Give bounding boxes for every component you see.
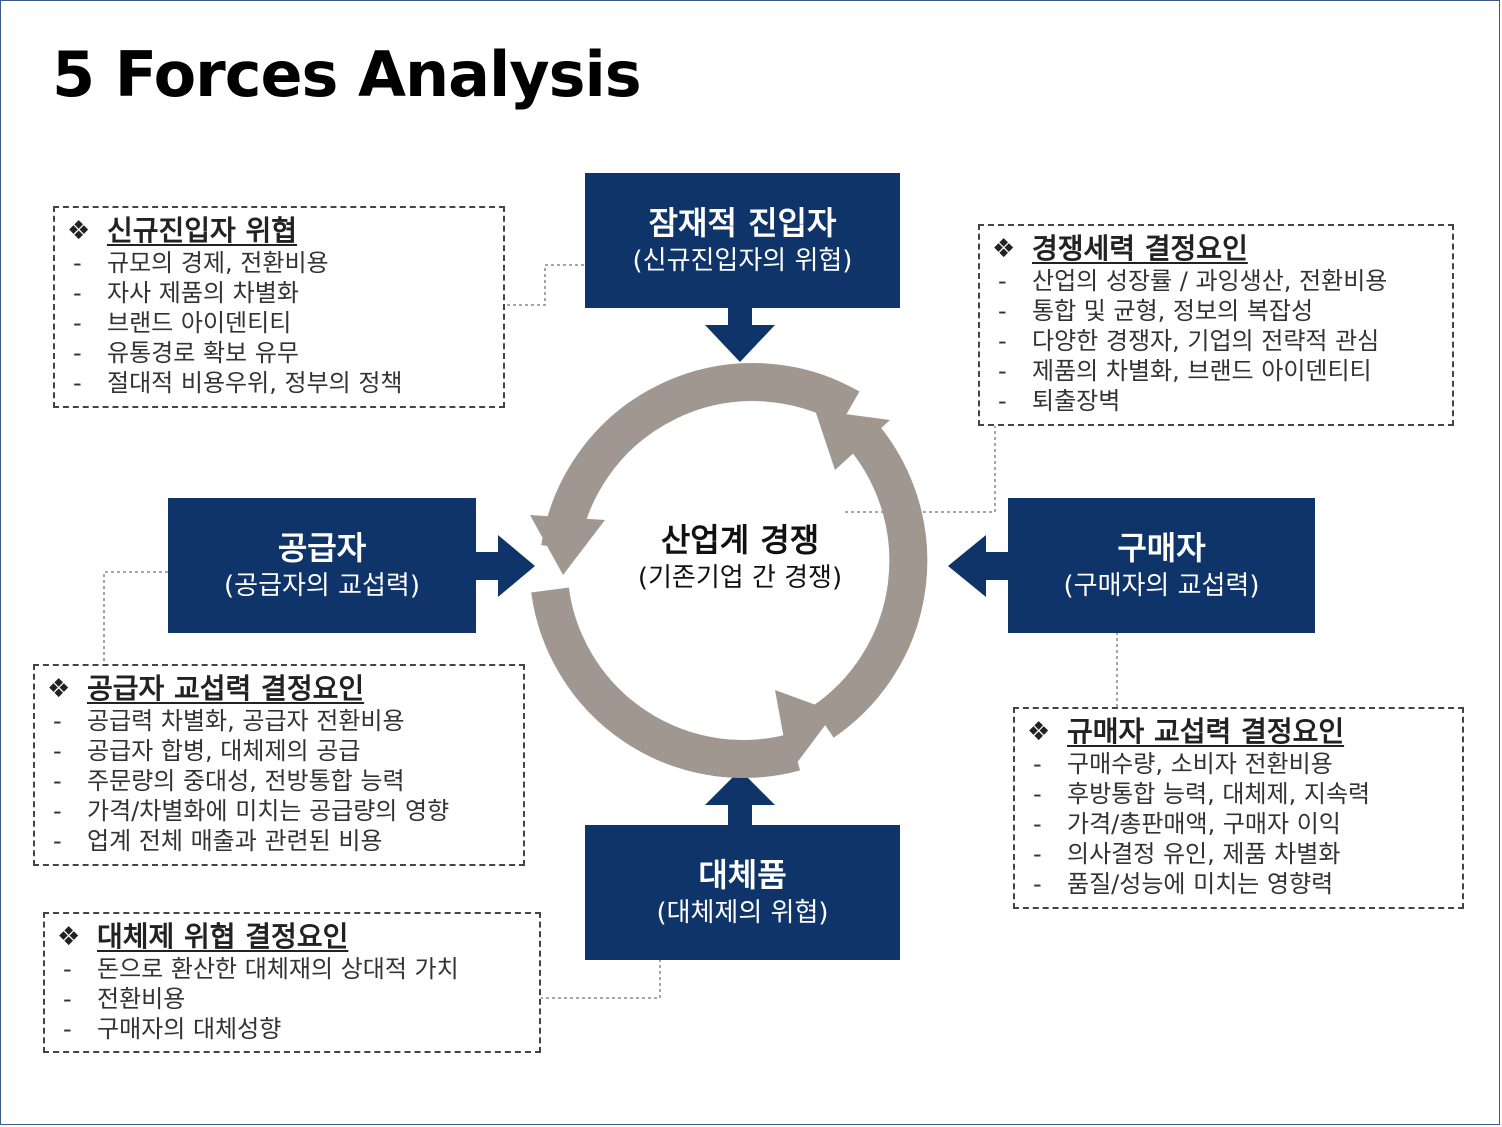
box-rivalry-title: 경쟁세력 결정요인 (1032, 232, 1248, 265)
list-item: -퇴출장벽 (998, 387, 1121, 415)
list-item: -제품의 차별화, 브랜드 아이덴티티 (998, 357, 1372, 385)
box-substitute-title: 대체제 위협 결정요인 (97, 920, 349, 953)
box-supplier-list: -공급력 차별화, 공급자 전환비용 -공급자 합병, 대체제의 공급 -주문량… (47, 706, 513, 856)
box-buyer-title: 규매자 교섭력 결정요인 (1067, 715, 1345, 748)
force-new-entrants-name: 잠재적 진입자 (648, 203, 837, 242)
list-item: -돈으로 환산한 대체재의 상대적 가치 (63, 955, 459, 983)
box-rivalry-list: -산업의 성장률 / 과잉생산, 전환비용 -통합 및 균형, 정보의 복잡성 … (992, 266, 1442, 416)
box-buyer-list: -구매수량, 소비자 전환비용 -후방통합 능력, 대체제, 지속력 -가격/총… (1027, 749, 1452, 899)
box-substitute-head: ❖ 대체제 위협 결정요인 (57, 920, 529, 954)
center-rivalry-name: 산업계 경쟁 (660, 521, 820, 559)
connector-top (507, 264, 585, 306)
list-item: -자사 제품의 차별화 (73, 279, 299, 307)
list-item: -의사결정 유인, 제품 차별화 (1033, 840, 1341, 868)
box-new-entrant-threat: ❖ 신규진입자 위협 -규모의 경제, 전환비용 -자사 제품의 차별화 -브랜… (53, 206, 505, 408)
arrow-down-top (705, 305, 775, 362)
list-item: -후방통합 능력, 대체제, 지속력 (1033, 780, 1371, 808)
force-new-entrants-sub: (신규진입자의 위협) (632, 245, 853, 276)
box-supplier-power: ❖ 공급자 교섭력 결정요인 -공급력 차별화, 공급자 전환비용 -공급자 합… (33, 664, 525, 866)
arrow-right-left (476, 535, 535, 597)
box-supplier-head: ❖ 공급자 교섭력 결정요인 (47, 672, 513, 706)
force-new-entrants: 잠재적 진입자 (신규진입자의 위협) (585, 173, 900, 308)
box-buyer-power: ❖ 규매자 교섭력 결정요인 -구매수량, 소비자 전환비용 -후방통합 능력,… (1013, 707, 1464, 909)
diamond-bullet-icon: ❖ (47, 674, 71, 704)
box-rivalry-head: ❖ 경쟁세력 결정요인 (992, 232, 1442, 266)
box-substitute-list: -돈으로 환산한 대체재의 상대적 가치 -전환비용 -구매자의 대체성향 (57, 954, 529, 1044)
list-item: -가격/총판매액, 구매자 이익 (1033, 810, 1341, 838)
list-item: -공급자 합병, 대체제의 공급 (53, 737, 361, 765)
force-substitutes-name: 대체품 (698, 855, 787, 894)
diamond-bullet-icon: ❖ (992, 234, 1016, 264)
force-substitutes: 대체품 (대체제의 위협) (585, 825, 900, 960)
list-item: -다양한 경쟁자, 기업의 전략적 관심 (998, 327, 1380, 355)
center-rivalry-sub: (기존기업 간 경쟁) (637, 563, 843, 593)
diamond-bullet-icon: ❖ (1027, 717, 1051, 747)
list-item: -가격/차별화에 미치는 공급량의 영향 (53, 797, 450, 825)
force-buyers-name: 구매자 (1117, 528, 1206, 567)
connector-left (103, 571, 168, 665)
list-item: -공급력 차별화, 공급자 전환비용 (53, 707, 405, 735)
box-buyer-head: ❖ 규매자 교섭력 결정요인 (1027, 715, 1452, 749)
list-item: -절대적 비용우위, 정부의 정책 (73, 369, 403, 397)
cycle-arrows (530, 363, 928, 778)
box-new-entrant-head: ❖ 신규진입자 위협 (67, 214, 493, 248)
list-item: -구매수량, 소비자 전환비용 (1033, 750, 1333, 778)
box-rivalry: ❖ 경쟁세력 결정요인 -산업의 성장률 / 과잉생산, 전환비용 -통합 및 … (978, 224, 1454, 426)
arrow-up-bottom (705, 770, 775, 825)
center-rivalry: 산업계 경쟁 (기존기업 간 경쟁) (590, 520, 890, 596)
box-supplier-title: 공급자 교섭력 결정요인 (87, 672, 365, 705)
list-item: -규모의 경제, 전환비용 (73, 249, 329, 277)
force-suppliers-name: 공급자 (277, 528, 367, 567)
list-item: -통합 및 균형, 정보의 복잡성 (998, 297, 1314, 325)
list-item: -산업의 성장률 / 과잉생산, 전환비용 (998, 267, 1388, 295)
diamond-bullet-icon: ❖ (57, 922, 81, 952)
list-item: -유통경로 확보 유무 (73, 339, 299, 367)
list-item: -업계 전체 매출과 관련된 비용 (53, 827, 383, 855)
arrow-left-right (948, 535, 1008, 597)
connector-bottom (540, 960, 661, 999)
force-suppliers: 공급자 (공급자의 교섭력) (168, 498, 476, 633)
force-substitutes-sub: (대체제의 위협) (656, 897, 829, 928)
list-item: -브랜드 아이덴티티 (73, 309, 292, 337)
force-buyers: 구매자 (구매자의 교섭력) (1008, 498, 1315, 633)
page-title: 5 Forces Analysis (52, 38, 642, 111)
force-suppliers-sub: (공급자의 교섭력) (224, 570, 420, 601)
box-new-entrant-title: 신규진입자 위협 (107, 214, 298, 247)
box-substitute-threat: ❖ 대체제 위협 결정요인 -돈으로 환산한 대체재의 상대적 가치 -전환비용… (43, 912, 541, 1053)
list-item: -전환비용 (63, 985, 186, 1013)
force-buyers-sub: (구매자의 교섭력) (1063, 570, 1260, 601)
diamond-bullet-icon: ❖ (67, 216, 91, 246)
list-item: -주문량의 중대성, 전방통합 능력 (53, 767, 405, 795)
list-item: -구매자의 대체성향 (63, 1015, 282, 1043)
box-new-entrant-list: -규모의 경제, 전환비용 -자사 제품의 차별화 -브랜드 아이덴티티 -유통… (67, 248, 493, 398)
list-item: -품질/성능에 미치는 영향력 (1033, 870, 1334, 898)
